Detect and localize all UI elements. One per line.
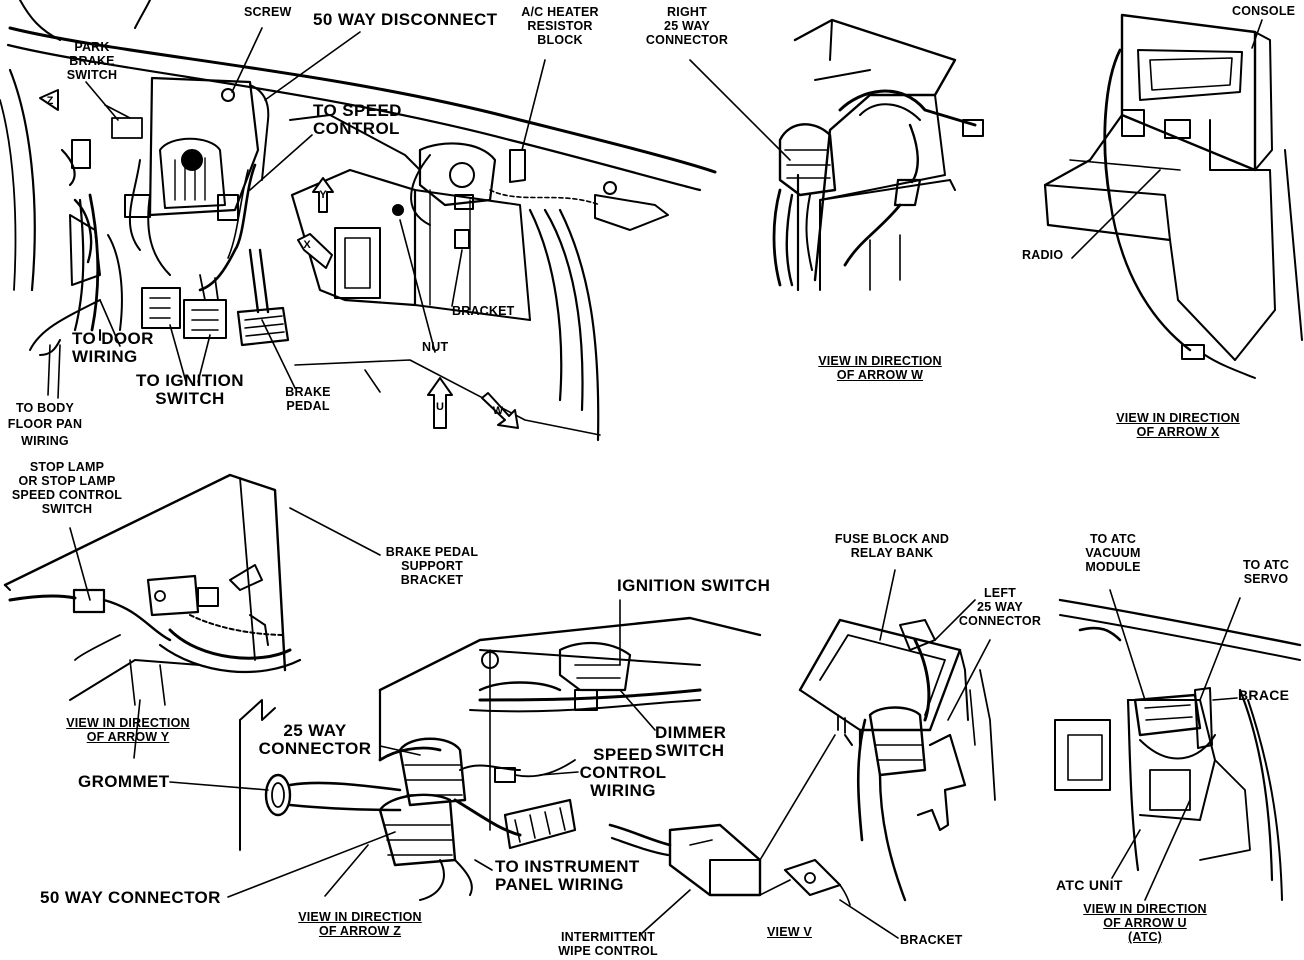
- label-50-way-connector: 50 WAY CONNECTOR: [40, 888, 221, 907]
- view-x-drawing: [1043, 13, 1303, 379]
- label-radio: RADIO: [1022, 248, 1064, 262]
- label-nut: NUT: [422, 340, 449, 354]
- main-dash-panel-drawing: [0, 0, 717, 442]
- label-50-way-disconnect: 50 WAY DISCONNECT: [313, 10, 498, 29]
- arrow-w-letter: W: [493, 405, 504, 417]
- label-brace: BRACE: [1238, 687, 1290, 703]
- label-bracket-main: BRACKET: [452, 304, 515, 318]
- view-z-drawing: [239, 616, 762, 901]
- arrow-letters: Z Y X U W: [47, 95, 504, 417]
- arrow-markers: [39, 89, 519, 429]
- label-atc-unit: ATC UNIT: [1056, 877, 1123, 893]
- label-bracket-view-v: BRACKET: [900, 933, 963, 947]
- view-y-drawing: [3, 473, 302, 706]
- view-v-bracket-drawing: [759, 734, 851, 906]
- fuse-block-drawing: [798, 599, 996, 902]
- arrow-u-letter: U: [436, 401, 444, 413]
- label-console: CONSOLE: [1232, 4, 1296, 18]
- arrow-x-letter: X: [303, 239, 311, 251]
- view-w-drawing: [772, 18, 984, 292]
- label-grommet: GROMMET: [78, 772, 170, 791]
- label-ignition-switch: IGNITION SWITCH: [617, 576, 771, 595]
- view-u-atc-drawing: [1054, 598, 1302, 901]
- arrow-z-letter: Z: [47, 95, 54, 107]
- leader-lines: [47, 19, 1263, 939]
- label-screw: SCREW: [244, 5, 292, 19]
- caption-view-v: VIEW V: [767, 925, 812, 939]
- arrow-y-letter: Y: [319, 189, 327, 201]
